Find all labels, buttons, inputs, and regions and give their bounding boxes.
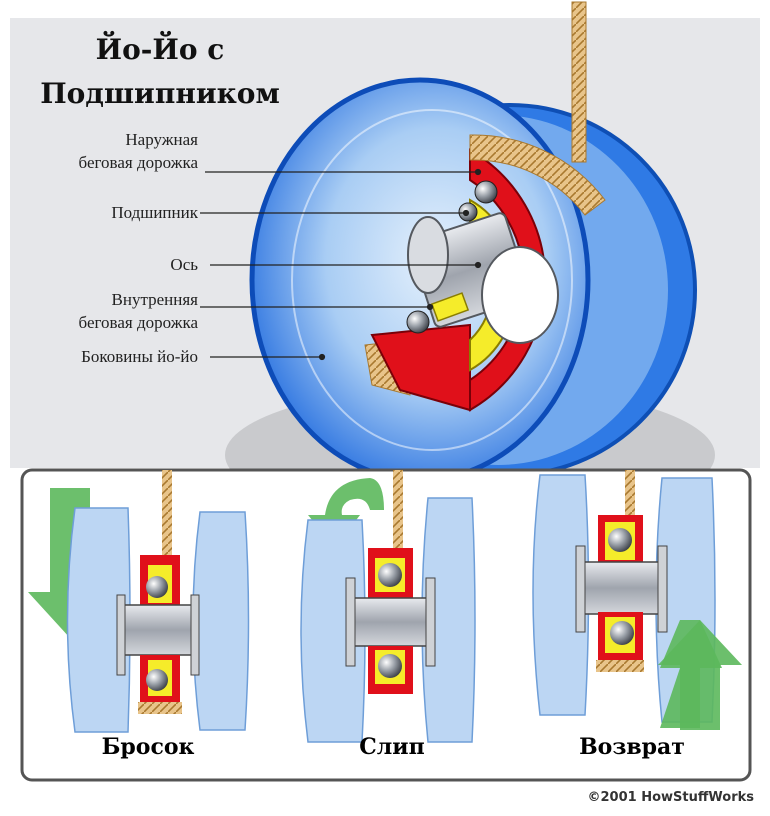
- page-title: Йо-Йо с Подшипником: [10, 28, 310, 116]
- yoyo-half-right: [192, 511, 250, 731]
- yoyo-half-left: [300, 519, 366, 743]
- label-outer-race-line-1: Наружная: [125, 130, 198, 149]
- string: [571, 1, 587, 163]
- string: [162, 470, 172, 560]
- label-outer-race: Наружная беговая дорожка: [0, 128, 198, 174]
- panel-label-throw: Бросок: [101, 734, 195, 760]
- yoyo-half-right: [421, 497, 476, 743]
- label-inner-race-line-1: Внутренняя: [111, 290, 198, 309]
- bearing-ball: [474, 180, 498, 204]
- bearing-ball: [146, 669, 168, 691]
- outer-race-lower: [370, 323, 471, 412]
- panel-throw: [28, 470, 250, 733]
- bearing-ball: [146, 576, 168, 598]
- panel-label-return: Возврат: [579, 734, 685, 760]
- bearing-ball: [378, 563, 402, 587]
- axle: [121, 604, 195, 656]
- axle-end: [481, 246, 559, 344]
- main-yoyo: [249, 1, 697, 483]
- copyright: ©2001 HowStuffWorks: [587, 790, 755, 805]
- panel-sleep: [300, 470, 476, 743]
- label-axle: Ось: [170, 255, 198, 274]
- yoyo-half-left: [532, 474, 590, 716]
- axle: [351, 597, 431, 647]
- bearing-ball: [610, 621, 634, 645]
- yoyo-half-left: [66, 507, 131, 733]
- label-inner-race-line-2: беговая дорожка: [78, 313, 198, 332]
- label-outer-race-line-2: беговая дорожка: [78, 153, 198, 172]
- panel-return: [532, 470, 742, 730]
- axle: [581, 561, 663, 615]
- bearing-ball: [608, 528, 632, 552]
- string: [393, 470, 403, 550]
- outer-race: [469, 148, 547, 412]
- string: [625, 470, 635, 520]
- label-inner-race: Внутренняя беговая дорожка: [0, 288, 198, 334]
- bearing-ball: [406, 310, 430, 334]
- title-line-2: Подшипником: [40, 77, 280, 110]
- bearing-ball: [378, 654, 402, 678]
- leader-lines: [200, 168, 482, 361]
- panel-label-sleep: Слип: [359, 734, 425, 760]
- title-line-1: Йо-Йо с: [95, 33, 225, 66]
- label-side: Боковины йо-йо: [81, 347, 198, 366]
- label-bearing: Подшипник: [111, 203, 198, 222]
